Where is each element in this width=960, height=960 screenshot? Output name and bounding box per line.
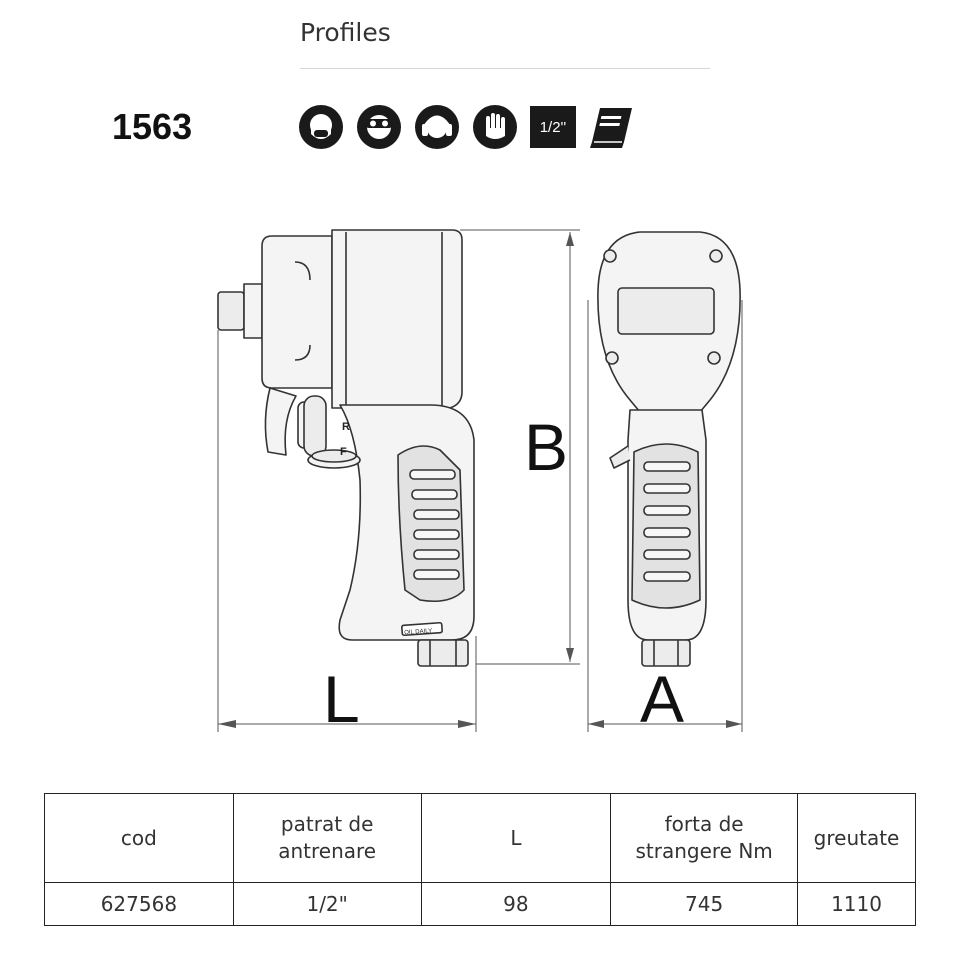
specification-table: cod patrat de antrenare L forta de stran… bbox=[44, 793, 916, 926]
dimension-label-b: B bbox=[524, 410, 568, 484]
header-greutate: greutate bbox=[797, 793, 916, 883]
dimension-arrows bbox=[218, 232, 742, 728]
safety-icon-row: 1/2'' bbox=[298, 103, 636, 151]
cell-cod: 627568 bbox=[44, 882, 234, 926]
tool-side-view bbox=[217, 229, 475, 667]
product-number: 1563 bbox=[112, 106, 193, 147]
dimension-label-l: L bbox=[323, 662, 360, 736]
dimension-label-a: A bbox=[640, 662, 684, 736]
cell-l: 98 bbox=[420, 882, 612, 926]
reverse-mark: R bbox=[342, 421, 350, 433]
oil-label: OIL DAILY bbox=[404, 628, 432, 636]
tool-front-view bbox=[597, 231, 741, 667]
tool-technical-drawing: R F OIL DAILY B L A bbox=[217, 229, 743, 736]
header-patrat-de-antrenare: patrat de antrenare bbox=[232, 793, 422, 883]
header-l: L bbox=[420, 793, 612, 883]
section-divider bbox=[300, 68, 710, 69]
cell-patrat-de-antrenare: 1/2" bbox=[232, 882, 422, 926]
gloves-icon bbox=[473, 105, 517, 149]
header-cod: cod bbox=[44, 793, 234, 883]
table-row: 627568 1/2" 98 745 1110 bbox=[44, 882, 916, 926]
ear-protection-icon bbox=[415, 105, 459, 149]
table-header-row: cod patrat de antrenare L forta de stran… bbox=[44, 793, 916, 883]
cell-forta-de-strangere: 745 bbox=[610, 882, 799, 926]
drive-size-icon: 1/2'' bbox=[530, 106, 576, 148]
forward-mark: F bbox=[340, 446, 347, 458]
profiles-heading: Profiles bbox=[300, 18, 391, 47]
dust-mask-icon bbox=[299, 105, 343, 149]
cell-greutate: 1110 bbox=[797, 882, 916, 926]
dimension-lines bbox=[217, 229, 743, 732]
header-forta-de-strangere: forta de strangere Nm bbox=[610, 793, 799, 883]
safety-goggles-icon bbox=[357, 105, 401, 149]
manual-book-icon bbox=[590, 108, 632, 148]
